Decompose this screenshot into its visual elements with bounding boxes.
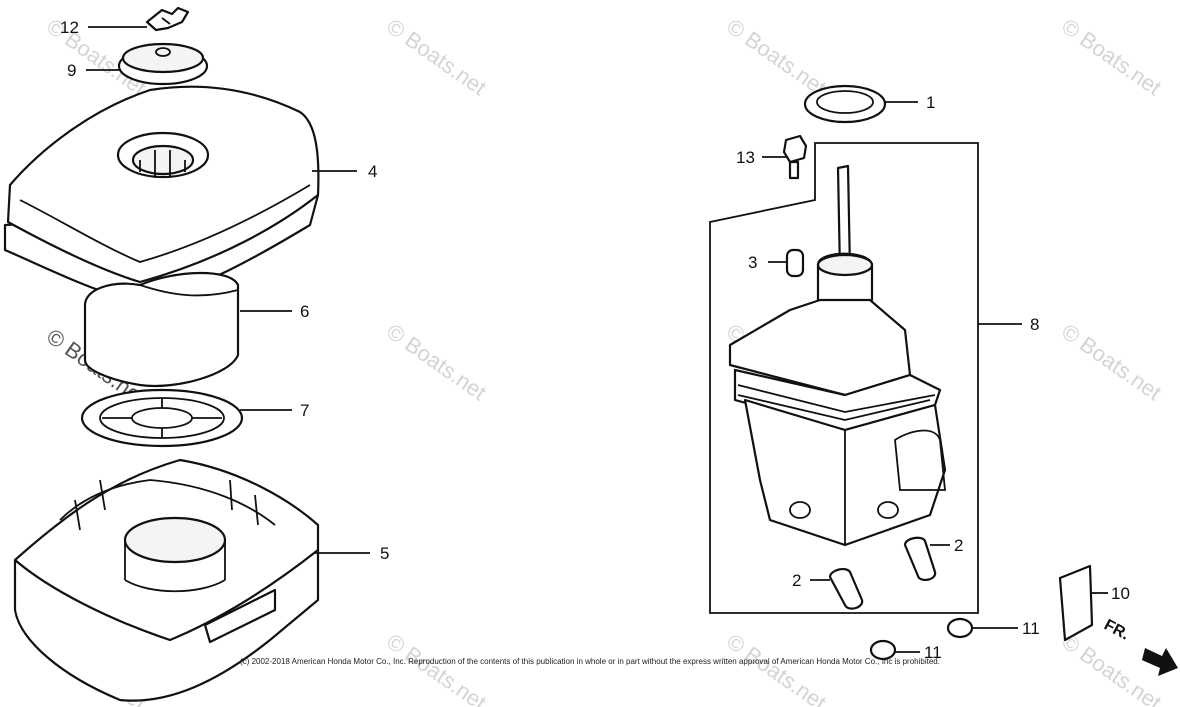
part-13-bolt (782, 134, 808, 180)
watermark: © Boats.net (1057, 319, 1166, 406)
part-6-filter (83, 271, 240, 387)
part-7-grid (80, 388, 244, 448)
watermark: © Boats.net (1057, 629, 1166, 707)
part-9-cap (117, 42, 209, 86)
callout-9: 9 (67, 61, 76, 80)
part-4-cover (3, 85, 320, 307)
callout-2-right: 2 (954, 536, 963, 555)
front-arrow-icon (1142, 648, 1178, 676)
part-2-dowel-left (828, 568, 864, 610)
watermark: © Boats.net (722, 629, 831, 707)
part-3-pin (785, 248, 805, 278)
part-5-case (13, 458, 320, 702)
watermark: © Boats.net (382, 629, 491, 707)
watermark: © Boats.net (382, 14, 491, 101)
callout-11-right: 11 (1022, 619, 1040, 638)
callout-1: 1 (926, 93, 935, 112)
part-1-gasket (803, 84, 887, 124)
callout-6: 6 (300, 302, 309, 321)
assembly-bracket (709, 142, 979, 614)
callout-2-left: 2 (792, 571, 801, 590)
part-2-dowel-right (903, 536, 937, 582)
part-11-cap-upper (946, 617, 974, 639)
callout-12: 12 (60, 18, 79, 37)
part-8-cylinder (728, 164, 947, 547)
watermark: © Boats.net (722, 14, 831, 101)
callouts: 12 9 4 6 7 5 1 13 3 8 2 2 10 11 11 (60, 18, 1130, 662)
callout-3: 3 (748, 253, 757, 272)
callout-7: 7 (300, 401, 309, 420)
watermark: © Boats.net (1057, 14, 1166, 101)
callout-10: 10 (1111, 584, 1130, 603)
leader-lines (86, 26, 1108, 653)
callout-8: 8 (1030, 315, 1039, 334)
front-label: FR. (1101, 617, 1132, 644)
watermark: © Boats.net (382, 319, 491, 406)
part-10-label (1058, 564, 1094, 642)
callout-5: 5 (380, 544, 389, 563)
part-12-wing-nut (145, 6, 190, 32)
callout-4: 4 (368, 162, 377, 181)
copyright-notice: (c) 2002-2018 American Honda Motor Co., … (240, 657, 940, 666)
callout-13: 13 (736, 148, 755, 167)
callout-11-left: 11 (924, 643, 942, 662)
part-11-cap-lower (869, 639, 897, 661)
